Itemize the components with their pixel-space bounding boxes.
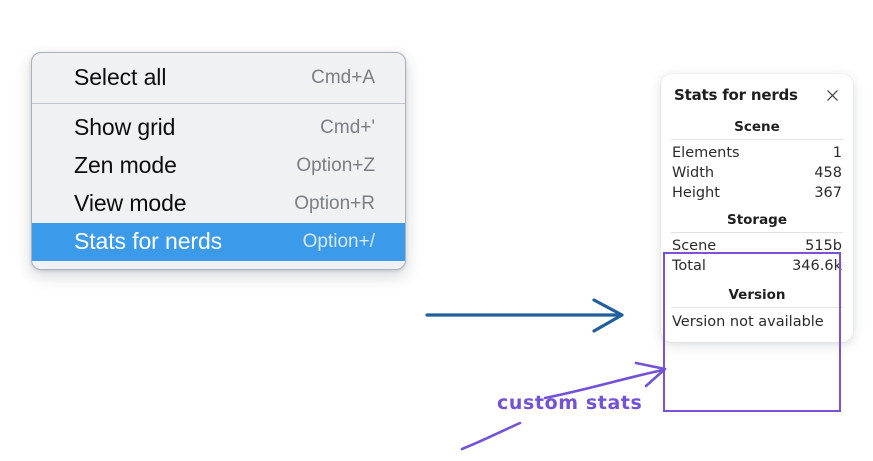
purple-underline-stroke [460,421,522,451]
stat-label: Scene [672,238,717,254]
section-divider [671,232,843,233]
stat-value: 515b [805,238,842,254]
menu-item-stats-for-nerds[interactable]: Stats for nerds Option+/ [32,223,405,261]
section-divider [671,139,843,140]
menu-group-1: Select all Cmd+A [32,59,405,97]
menu-separator [32,103,405,104]
stat-value: 458 [814,165,842,181]
section-divider [671,307,843,308]
menu-item-shortcut: Option+R [294,192,375,214]
menu-item-view-mode[interactable]: View mode Option+R [32,185,405,223]
version-text: Version not available [672,314,824,330]
menu-item-select-all[interactable]: Select all Cmd+A [32,59,405,97]
menu-item-shortcut: Option+/ [302,230,375,252]
menu-item-label: Select all [74,64,167,90]
stat-value: 367 [814,185,842,201]
menu-item-label: View mode [74,190,187,216]
stat-row: Total 346.6k [661,256,853,276]
stat-row: Height 367 [661,183,853,203]
menu-item-show-grid[interactable]: Show grid Cmd+' [32,109,405,147]
stats-panel-header: Stats for nerds [661,86,853,104]
stat-row: Width 458 [661,163,853,183]
menu-item-label: Zen mode [74,152,177,178]
menu-item-shortcut: Cmd+' [320,116,375,138]
stat-label: Height [672,185,720,201]
menu-group-2: Show grid Cmd+' Zen mode Option+Z View m… [32,109,405,261]
stats-section-storage: Storage Scene 515b Total 346.6k [661,210,853,276]
stats-for-nerds-panel: Stats for nerds Scene Elements 1 Width 4… [661,74,853,342]
menu-item-shortcut: Cmd+A [311,66,375,88]
menu-item-shortcut: Option+Z [296,154,375,176]
close-icon[interactable] [823,86,841,104]
stat-value: 1 [832,145,842,161]
stat-row: Scene 515b [661,236,853,256]
section-heading: Scene [734,119,780,135]
stat-label: Width [672,165,715,181]
stats-section-version: Version Version not available [661,285,853,332]
stats-section-scene: Scene Elements 1 Width 458 Height 367 [661,117,853,203]
blue-arrow [425,298,624,333]
menu-item-label: Stats for nerds [74,228,223,254]
stats-panel-title: Stats for nerds [674,86,798,104]
section-heading: Version [728,287,786,303]
annotation-label: custom stats [497,392,643,414]
stat-label: Total [672,258,706,274]
menu-item-zen-mode[interactable]: Zen mode Option+Z [32,147,405,185]
section-heading: Storage [726,212,788,228]
context-menu: Select all Cmd+A Show grid Cmd+' Zen mod… [31,52,406,270]
stat-value: 346.6k [792,258,842,274]
stat-label: Elements [672,145,740,161]
menu-item-label: Show grid [74,114,176,140]
stat-row: Elements 1 [661,143,853,163]
